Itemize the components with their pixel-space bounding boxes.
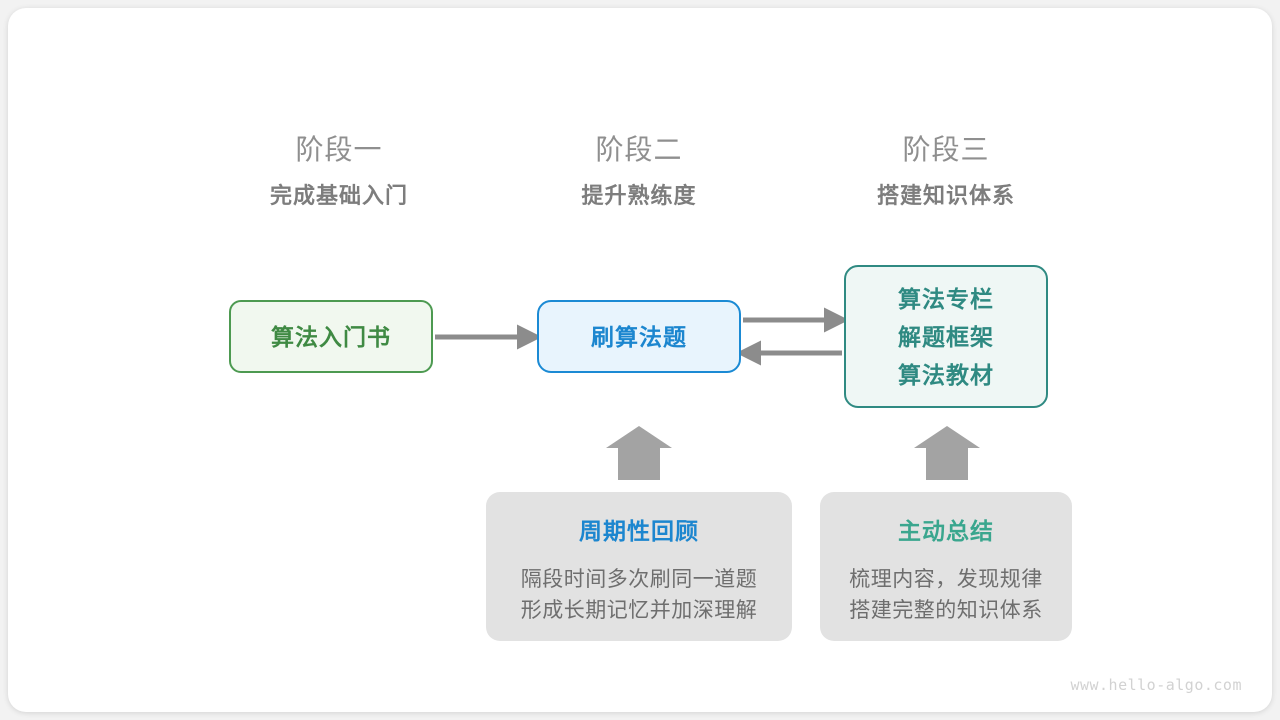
stage-header-2: 阶段二 提升熟练度 — [489, 130, 789, 214]
note-active-summary[interactable]: 主动总结 梳理内容，发现规律 搭建完整的知识体系 — [820, 492, 1072, 641]
node-system-line-3: 算法教材 — [898, 361, 994, 388]
note-summary-body: 梳理内容，发现规律 搭建完整的知识体系 — [849, 564, 1043, 626]
arrow-summary-up — [914, 426, 980, 480]
note-review-body: 隔段时间多次刷同一道题 形成长期记忆并加深理解 — [521, 564, 758, 626]
watermark: www.hello-algo.com — [1070, 676, 1242, 694]
stage-desc-2: 提升熟练度 — [581, 183, 697, 208]
stage-desc-1: 完成基础入门 — [269, 183, 408, 208]
stage-name-3: 阶段三 — [902, 134, 990, 165]
node-system-line-1: 算法专栏 — [898, 285, 994, 312]
stage-name-2: 阶段二 — [595, 134, 683, 165]
diagram-card: 阶段一 完成基础入门 阶段二 提升熟练度 阶段三 搭建知识体系 — [8, 8, 1272, 712]
node-book-line-1: 算法入门书 — [271, 323, 391, 350]
stage-header-1: 阶段一 完成基础入门 — [189, 130, 489, 214]
stage-desc-3: 搭建知识体系 — [876, 183, 1015, 208]
note-review-body-line-2: 形成长期记忆并加深理解 — [520, 599, 758, 622]
node-system-line-2: 解题框架 — [898, 323, 994, 350]
note-summary-body-line-1: 梳理内容，发现规律 — [849, 568, 1043, 591]
note-review-title: 周期性回顾 — [579, 518, 699, 544]
node-practice-line-1: 刷算法题 — [591, 323, 687, 350]
arrow-review-up — [606, 426, 672, 480]
note-periodic-review[interactable]: 周期性回顾 隔段时间多次刷同一道题 形成长期记忆并加深理解 — [486, 492, 792, 641]
note-review-body-line-1: 隔段时间多次刷同一道题 — [520, 568, 758, 591]
stage-header-3: 阶段三 搭建知识体系 — [796, 130, 1096, 214]
note-summary-body-line-2: 搭建完整的知识体系 — [849, 599, 1043, 622]
node-algorithm-intro-book[interactable]: 算法入门书 — [229, 300, 433, 373]
stage-name-1: 阶段一 — [295, 134, 383, 165]
note-summary-title: 主动总结 — [898, 518, 994, 544]
node-knowledge-system[interactable]: 算法专栏 解题框架 算法教材 — [844, 265, 1048, 408]
node-practice-problems[interactable]: 刷算法题 — [537, 300, 741, 373]
